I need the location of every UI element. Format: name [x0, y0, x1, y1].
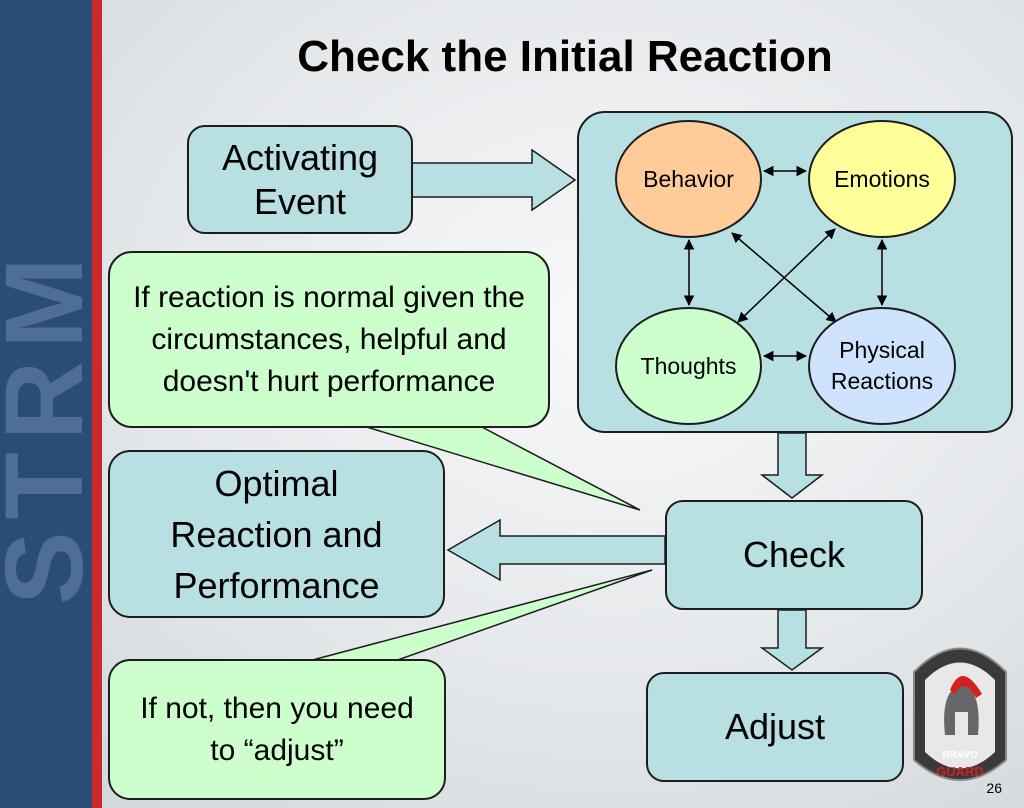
adjust-label: Adjust [724, 706, 826, 747]
page-number: 26 [986, 780, 1002, 796]
behavior-label: Behavior [643, 165, 734, 192]
helmet-crest-icon [950, 675, 982, 698]
activating-event-box: Activating Event [187, 125, 413, 234]
optimal-reaction-box: Optimal Reaction and Performance [108, 450, 445, 618]
seal-line-bottom: GUARD [936, 764, 984, 779]
activating-event-label: Activating Event [221, 136, 379, 222]
optimal-reaction-label: Optimal Reaction and Performance [170, 462, 383, 606]
arrow-cycle-to-check [759, 432, 825, 499]
check-box: Check [665, 500, 923, 610]
physical-reactions-node: Physical Reactions [808, 307, 956, 425]
thoughts-label: Thoughts [640, 352, 737, 379]
callout-adjust: If not, then you need to “adjust” [108, 659, 446, 800]
callout-normal-text: If reaction is normal given the circumst… [133, 280, 525, 398]
adjust-box: Adjust [646, 672, 904, 782]
callout-adjust-text: If not, then you need to “adjust” [140, 691, 414, 767]
side-band [0, 0, 92, 808]
arrow-check-to-adjust [759, 609, 825, 671]
arrow-emotions-thoughts [737, 228, 836, 323]
helmet-icon [944, 684, 979, 735]
behavior-node: Behavior [615, 120, 762, 238]
seal-line-top: BRAVO [942, 750, 978, 761]
arrow-event-to-cycle [411, 148, 577, 212]
side-stripe [92, 0, 102, 808]
emotions-label: Emotions [834, 165, 930, 192]
check-label: Check [742, 534, 846, 575]
emotions-node: Emotions [808, 120, 956, 238]
thoughts-node: Thoughts [615, 307, 762, 425]
callout-normal: If reaction is normal given the circumst… [108, 251, 550, 428]
slide-title: Check the Initial Reaction [297, 32, 833, 81]
arrow-check-to-optimal [446, 518, 666, 582]
physical-reactions-label: Physical Reactions [830, 337, 934, 394]
